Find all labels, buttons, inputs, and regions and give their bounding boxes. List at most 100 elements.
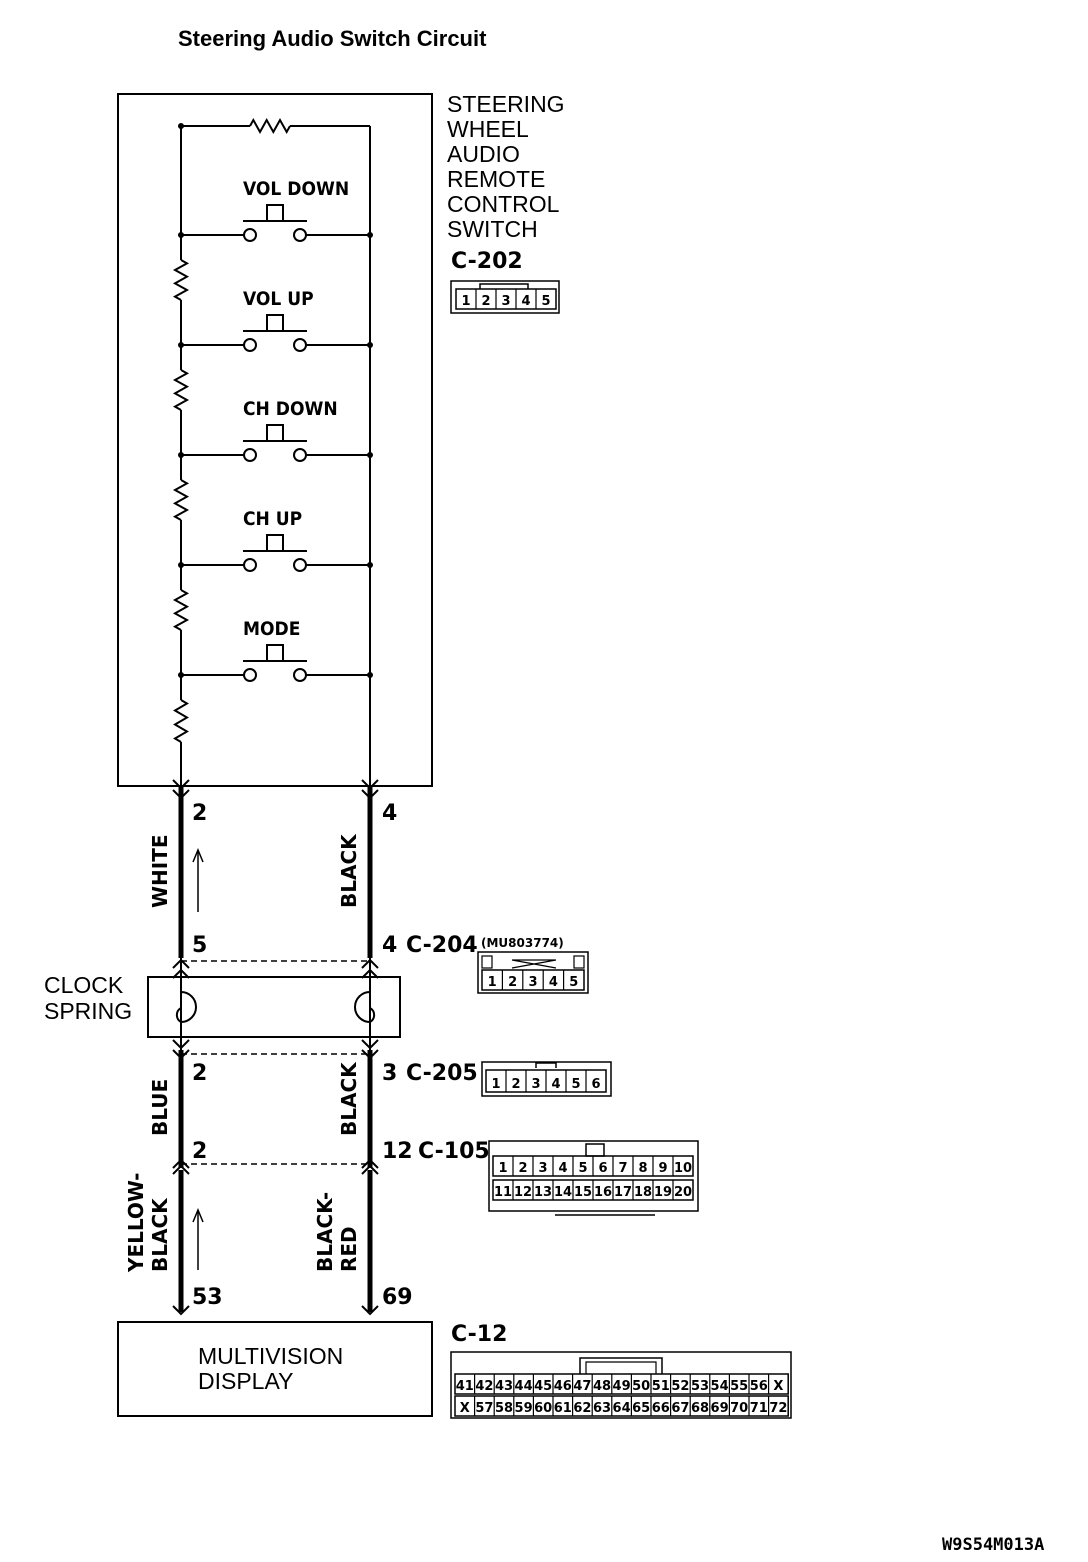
terminal-up-arrow-icon (172, 1164, 190, 1175)
c202-pin-number: 5 (541, 294, 550, 309)
switch-vol-up: VOL UP (178, 288, 373, 352)
c12-pin-number: X (773, 1379, 783, 1394)
c202-pin-number: 1 (461, 294, 470, 309)
terminal-down-arrow-icon (361, 1049, 379, 1060)
c12-row-frame (454, 1395, 789, 1417)
c105-pin-number: 8 (638, 1161, 647, 1176)
pushbutton-knob-icon (266, 534, 284, 551)
c205-latch-icon (535, 1062, 557, 1068)
c202-housing (450, 280, 560, 314)
c202-label: C-202 (451, 249, 523, 274)
wire-color-black-middle: BLACK (337, 1061, 361, 1136)
clock-spring: CLOCK SPRING (44, 958, 401, 1060)
clock-spring-coil-left-icon (175, 991, 197, 1024)
c205-pin-number: 5 (571, 1077, 580, 1092)
c105-pin-number: 2 (518, 1161, 527, 1176)
ladder-resistor-icon (172, 369, 190, 411)
junction-dot (178, 452, 184, 458)
figure-code: W9S54M013A (942, 1535, 1044, 1555)
switch-mode: MODE (178, 618, 373, 682)
switch-unit-name-line-5: CONTROL (447, 191, 560, 217)
c105-pin-number: 5 (578, 1161, 587, 1176)
switch-contact-icon (243, 338, 257, 352)
terminal-up-arrow-icon (172, 968, 190, 979)
c204-shorting-bar-icon (511, 959, 557, 969)
c12-latch-inner-icon (585, 1361, 657, 1374)
c105-pin-number: 16 (594, 1185, 612, 1200)
c12-pin-number: 67 (671, 1401, 689, 1416)
switch-contact-icon (293, 338, 307, 352)
c204-pin-number: 2 (508, 975, 517, 990)
display-label-line-2: DISPLAY (198, 1368, 293, 1394)
c105-pin-number: 4 (558, 1161, 567, 1176)
switch-label: MODE (243, 618, 300, 640)
c202-pin-number: 3 (501, 294, 510, 309)
clock-spring-coil-right-icon (354, 991, 376, 1024)
switch-unit-buses (172, 117, 371, 786)
switch-unit: VOL DOWN VOL UP CH DOWN CH UP MODE (117, 93, 433, 787)
switch-contact-icon (293, 558, 307, 572)
c204-pin-number: 1 (488, 975, 497, 990)
c105-housing (488, 1140, 699, 1212)
switch-unit-label: STEERING WHEEL AUDIO REMOTE CONTROL SWIT… (447, 91, 565, 314)
c12-pin-number: 60 (534, 1401, 552, 1416)
switch-contact-icon (243, 668, 257, 682)
c12-pin-number: 70 (730, 1401, 748, 1416)
pin-3-c205: 3 (382, 1061, 397, 1086)
c105-pin-number: 20 (674, 1185, 692, 1200)
c12-latch-icon (579, 1357, 663, 1374)
pin-53-c12: 53 (192, 1285, 223, 1310)
wire-color-black-red-line-1: BLACK- (313, 1192, 337, 1272)
c205-housing (481, 1061, 612, 1097)
c12-pin-number: 62 (573, 1401, 591, 1416)
switch-contact-icon (243, 448, 257, 462)
c12-pin-number: 43 (495, 1379, 513, 1394)
pushbutton-knob-icon (266, 424, 284, 441)
c12-pin-number: 42 (475, 1379, 493, 1394)
c12-pin-number: 65 (632, 1401, 650, 1416)
c12-pin-number: 54 (711, 1379, 729, 1394)
c12-pin-number: 61 (554, 1401, 572, 1416)
junction-dot (367, 672, 373, 678)
switch-label: VOL UP (243, 288, 314, 310)
junction-dot (367, 232, 373, 238)
c12-pin-number: 41 (456, 1379, 474, 1394)
c204-key-icon (481, 955, 493, 969)
switch-unit-name-line-2: WHEEL (447, 116, 529, 142)
pin-4-c202: 4 (382, 801, 397, 826)
pin-2-c205: 2 (192, 1061, 207, 1086)
switch-unit-box (117, 93, 433, 787)
switch-ch-down: CH DOWN (178, 398, 373, 462)
terminal-up-arrow-icon (361, 968, 379, 979)
c12-pin-number: 68 (691, 1401, 709, 1416)
signal-arrow-up-icon (192, 1208, 204, 1270)
switch-label: VOL DOWN (243, 178, 349, 200)
c105-pin-number: 18 (634, 1185, 652, 1200)
c202-pin-number: 4 (521, 294, 530, 309)
c204-row-frame (481, 969, 585, 991)
c204-housing (477, 951, 589, 994)
c204-key-icon (573, 955, 585, 969)
switch-ch-up: CH UP (178, 508, 373, 572)
c12-pin-number: 57 (475, 1401, 493, 1416)
c105-latch-icon (585, 1143, 605, 1157)
c12-label: C-12 (451, 1322, 507, 1347)
c12-row-frame (454, 1373, 789, 1395)
c204-pin-number: 3 (528, 975, 537, 990)
c12-pin-number: 66 (652, 1401, 670, 1416)
c12-pin-number: 58 (495, 1401, 513, 1416)
switch-contact-icon (243, 228, 257, 242)
switch-unit-name-line-1: STEERING (447, 91, 565, 117)
c12-pin-number: 44 (515, 1379, 533, 1394)
terminal-down-arrow-icon (172, 1049, 190, 1060)
c12-pin-number: 49 (613, 1379, 631, 1394)
junction-dot (367, 452, 373, 458)
display-label-line-1: MULTIVISION (198, 1343, 343, 1369)
